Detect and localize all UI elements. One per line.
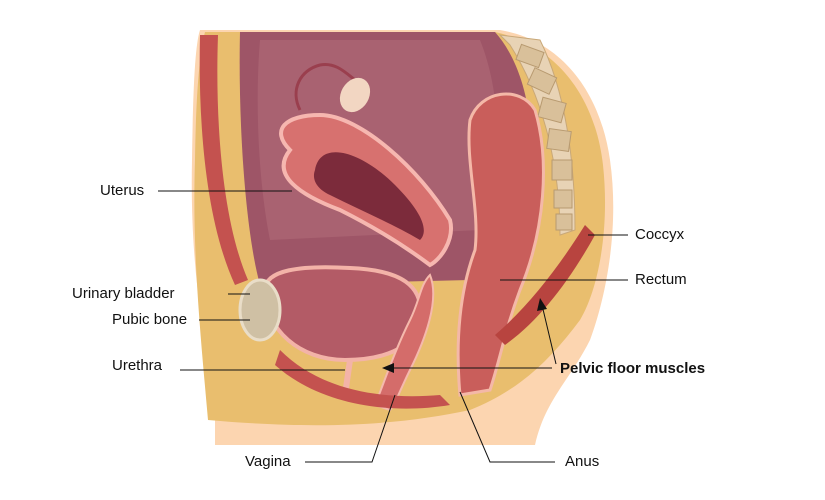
label-pubic-bone: Pubic bone	[112, 311, 188, 328]
ovary	[339, 77, 371, 113]
label-anus: Anus	[565, 453, 600, 470]
abdominal-wall-muscle	[199, 35, 248, 285]
pelvic-floor-muscle	[495, 225, 595, 345]
label-vagina: Vagina	[245, 453, 291, 470]
pelvic-floor-leader-up	[541, 304, 557, 365]
perineal-muscle	[275, 350, 450, 409]
label-rectum: Rectum	[635, 271, 687, 288]
sacrum	[498, 34, 576, 236]
vagina-leader	[305, 394, 396, 463]
label-uterus: Uterus	[100, 182, 145, 199]
rectum	[456, 92, 545, 397]
arrowhead-up	[537, 298, 547, 311]
pubic-bone	[238, 278, 282, 342]
anus-leader	[459, 391, 555, 463]
label-urethra: Urethra	[112, 357, 163, 374]
arrowhead-left	[382, 363, 394, 373]
label-coccyx: Coccyx	[635, 226, 685, 243]
label-urinary-bladder: Urinary bladder	[72, 285, 175, 302]
label-pelvic-floor-muscles: Pelvic floor muscles	[560, 360, 706, 377]
